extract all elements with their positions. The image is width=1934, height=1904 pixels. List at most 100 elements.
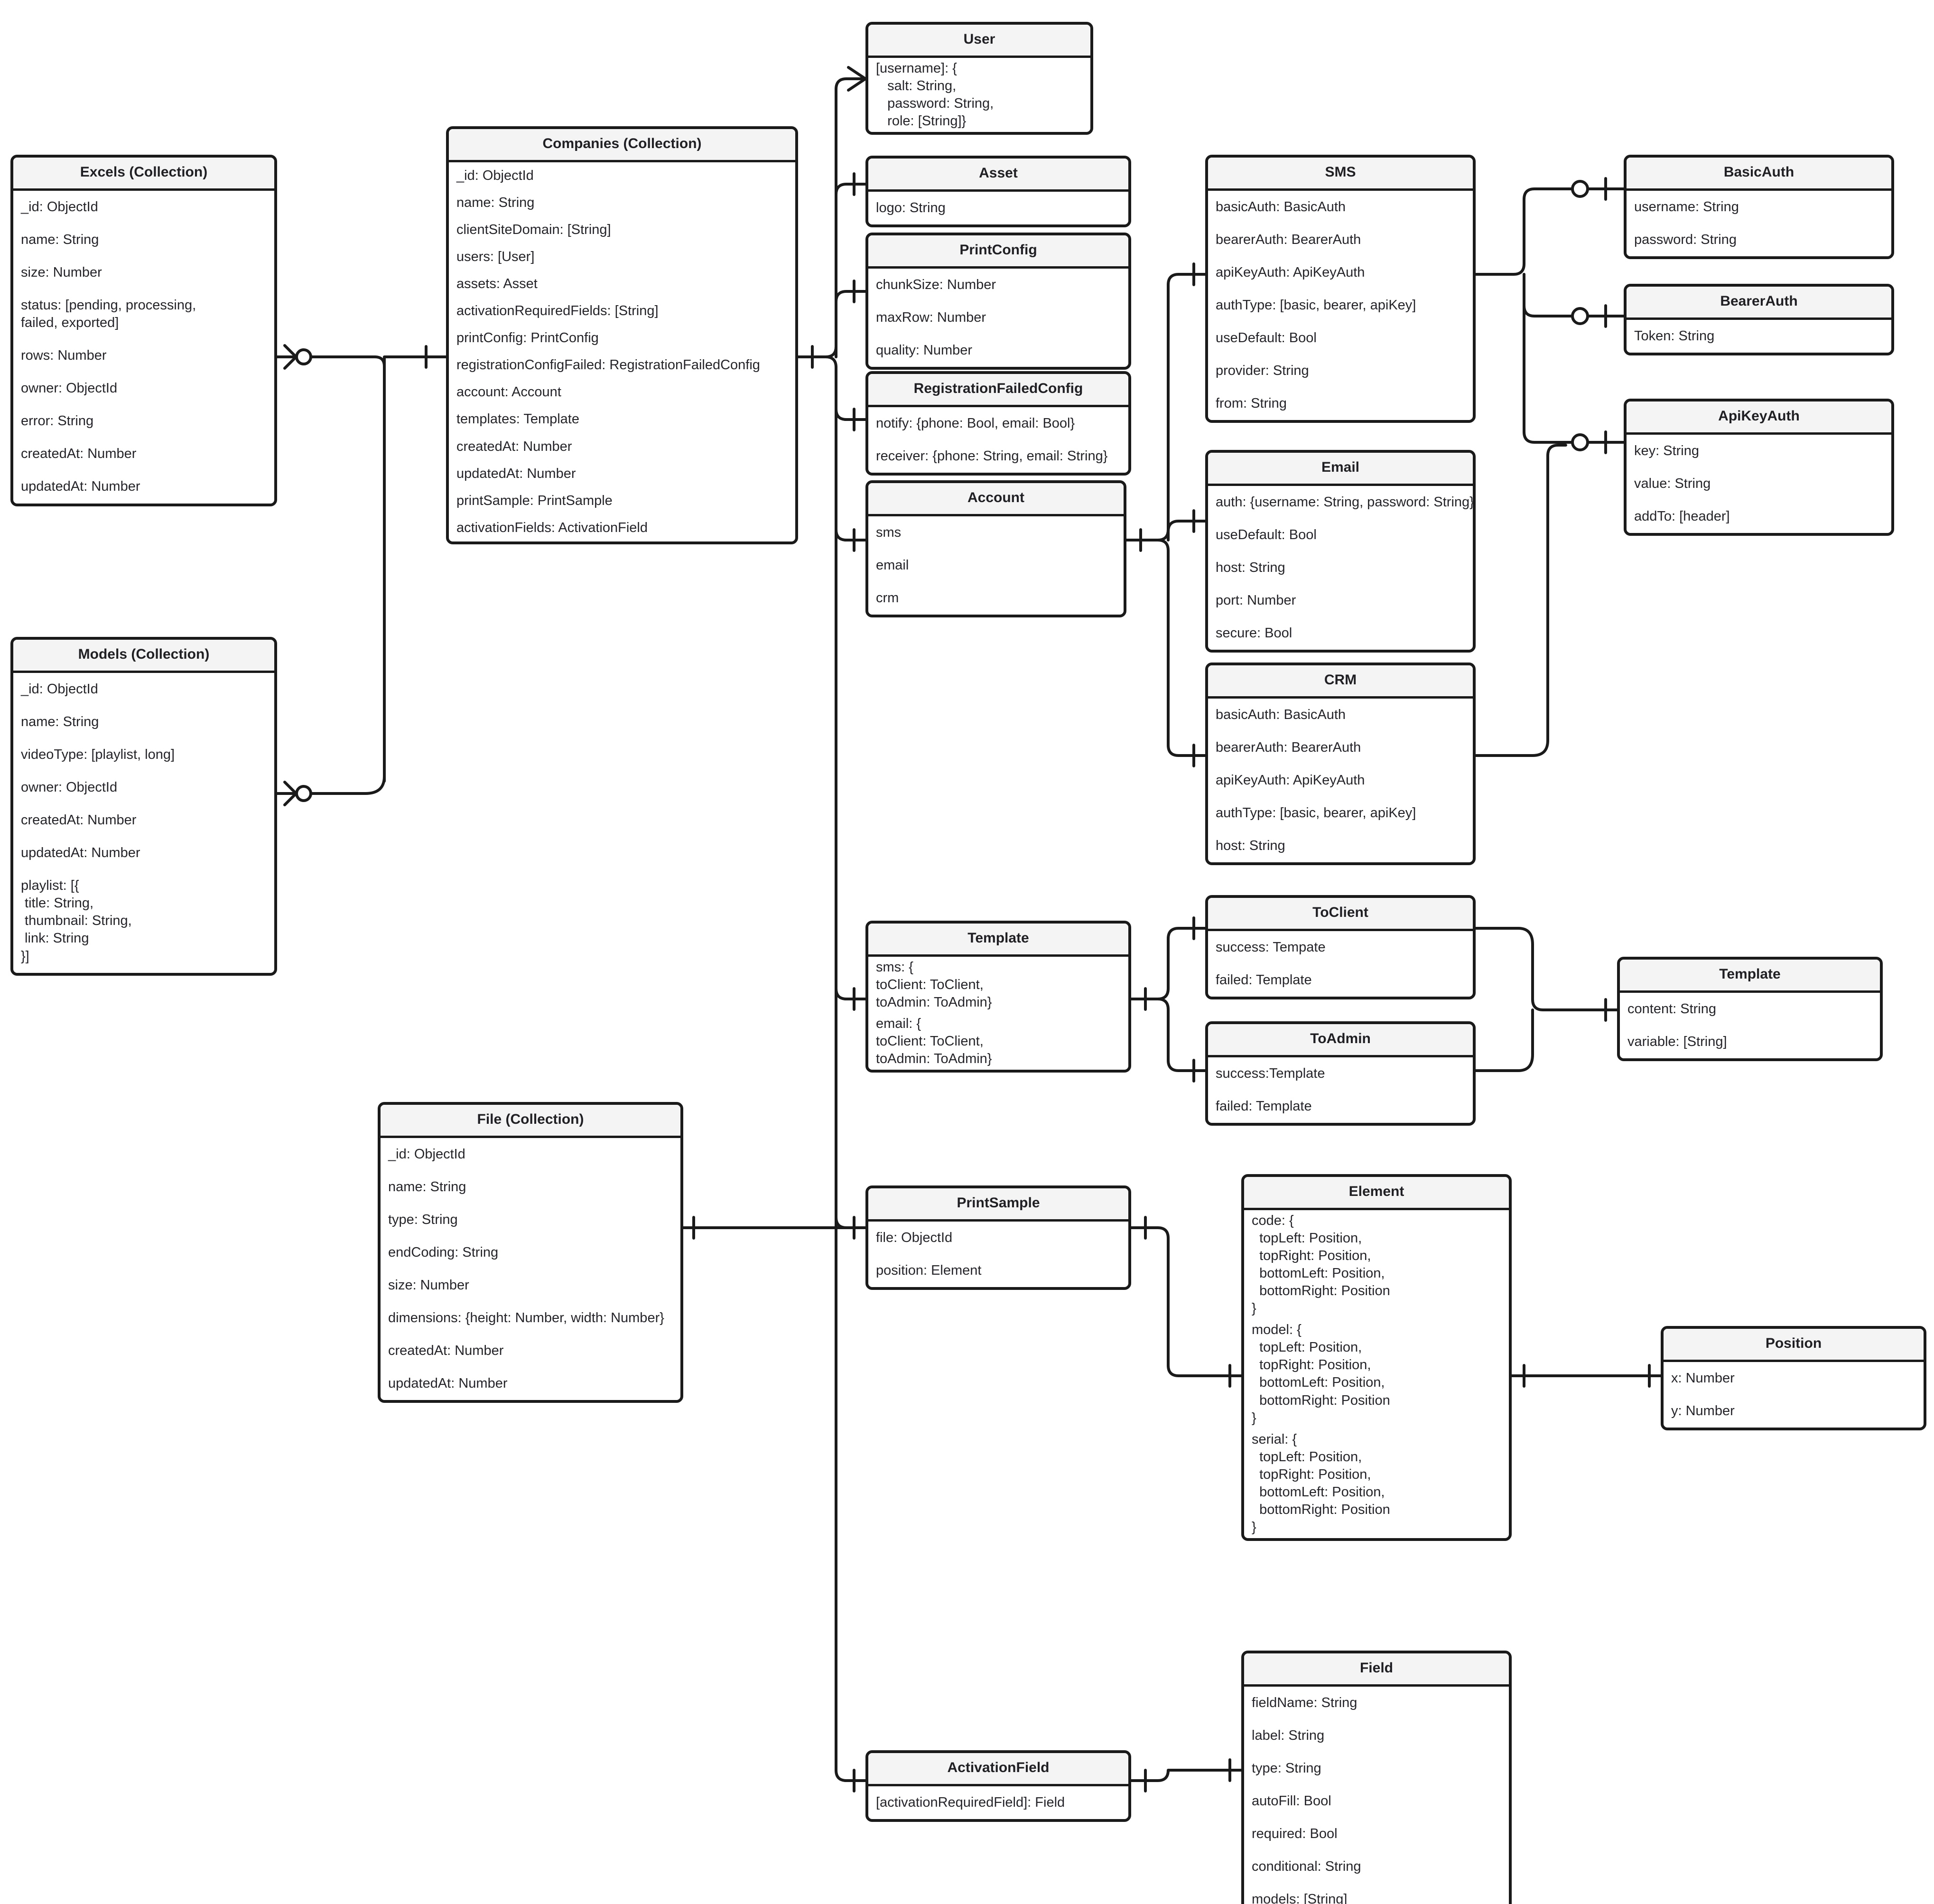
attribute-row: host: String bbox=[1216, 560, 1285, 575]
attribute-row: _id: ObjectId bbox=[456, 168, 534, 183]
entity-title-basicauth: BasicAuth bbox=[1627, 158, 1891, 191]
attribute-row: updatedAt: Number bbox=[456, 466, 576, 481]
attribute-row: username: String bbox=[1634, 199, 1739, 215]
attribute-row: name: String bbox=[456, 195, 535, 210]
entity-title-email: Email bbox=[1208, 453, 1473, 486]
entity-title-printsample: PrintSample bbox=[868, 1188, 1128, 1222]
attribute-row: _id: ObjectId bbox=[388, 1146, 465, 1162]
attribute-row: useDefault: Bool bbox=[1216, 527, 1317, 542]
attribute-row: required: Bool bbox=[1252, 1826, 1338, 1841]
attribute-row: type: String bbox=[388, 1212, 458, 1227]
attribute-row: updatedAt: Number bbox=[21, 479, 140, 495]
link-printsample-element bbox=[1130, 1226, 1243, 1377]
entity-title-companies: Companies (Collection) bbox=[449, 129, 795, 162]
link-sms-apikeyauth bbox=[1523, 273, 1567, 444]
attribute-row: owner: ObjectId bbox=[21, 779, 118, 795]
entity-title-models: Models (Collection) bbox=[13, 640, 274, 673]
entity-title-activationfield: ActivationField bbox=[868, 1753, 1128, 1786]
attribute-row: conditional: String bbox=[1252, 1859, 1361, 1875]
attribute-row: notify: {phone: Bool, email: Bool} bbox=[876, 415, 1075, 431]
entity-title-element: Element bbox=[1244, 1177, 1509, 1210]
entity-companies: Companies (Collection) _id: ObjectId name:… bbox=[446, 126, 798, 545]
entity-title-printconfig: PrintConfig bbox=[868, 235, 1128, 269]
link-toadmin-template bbox=[1474, 1008, 1534, 1072]
attribute-row: email: { toClient: ToClient, toAdmin: To… bbox=[876, 1016, 992, 1067]
attribute-row: type: String bbox=[1252, 1760, 1321, 1776]
entity-attributes-email: auth: {username: String, password: Strin… bbox=[1208, 486, 1473, 650]
attribute-row: autoFill: Bool bbox=[1252, 1793, 1331, 1809]
entity-attributes-activationfield: [activationRequiredField]: Field bbox=[868, 1786, 1128, 1819]
attribute-row: code: { topLeft: Position, topRight: Pos… bbox=[1252, 1213, 1390, 1316]
attribute-row: status: [pending, processing, failed, ex… bbox=[21, 297, 196, 330]
attribute-row: success:Template bbox=[1216, 1065, 1325, 1081]
attribute-row: _id: ObjectId bbox=[21, 199, 98, 215]
link-sms-basicauth bbox=[1474, 187, 1567, 276]
attribute-row: value: String bbox=[1634, 476, 1711, 491]
attribute-row: auth: {username: String, password: Strin… bbox=[1216, 494, 1474, 510]
attribute-row: provider: String bbox=[1216, 363, 1309, 379]
entity-title-position: Position bbox=[1664, 1329, 1924, 1362]
entity-title-crm: CRM bbox=[1208, 665, 1473, 699]
attribute-row: endCoding: String bbox=[388, 1244, 499, 1260]
entity-activationfield: ActivationField [activationRequiredField]… bbox=[865, 1750, 1131, 1822]
entity-title-asset: Asset bbox=[868, 159, 1128, 192]
link-sms-bearerauth bbox=[1523, 273, 1567, 317]
attribute-row: updatedAt: Number bbox=[388, 1376, 508, 1391]
entity-file: File (Collection) _id: ObjectId name: Stri… bbox=[378, 1102, 683, 1403]
attribute-row: fieldName: String bbox=[1252, 1695, 1358, 1710]
entity-user: User[username]: { salt: String, password… bbox=[865, 22, 1093, 135]
attribute-row: sms: { toClient: ToClient, toAdmin: ToAd… bbox=[876, 959, 992, 1010]
attribute-row: templates: Template bbox=[456, 411, 579, 427]
entity-title-file: File (Collection) bbox=[381, 1105, 680, 1138]
attribute-row: assets: Asset bbox=[456, 276, 538, 291]
attribute-row: secure: Bool bbox=[1216, 625, 1292, 641]
attribute-row: useDefault: Bool bbox=[1216, 330, 1317, 345]
entity-title-user: User bbox=[868, 25, 1090, 58]
attribute-row: users: [User] bbox=[456, 249, 535, 264]
entity-title-registrationfailedconfig: RegistrationFailedConfig bbox=[868, 374, 1128, 407]
attribute-row: crm bbox=[876, 590, 899, 606]
attribute-row: rows: Number bbox=[21, 348, 107, 364]
attribute-row: size: Number bbox=[21, 264, 102, 280]
link-toclient-template bbox=[1474, 927, 1618, 1011]
attribute-row: failed: Template bbox=[1216, 972, 1312, 988]
attribute-row: quality: Number bbox=[876, 342, 973, 358]
attribute-row: Token: String bbox=[1634, 328, 1715, 344]
attribute-row: key: String bbox=[1634, 443, 1699, 458]
attribute-row: authType: [basic, bearer, apiKey] bbox=[1216, 805, 1416, 821]
attribute-row: error: String bbox=[21, 413, 94, 429]
entity-attributes-element: code: { topLeft: Position, topRight: Pos… bbox=[1244, 1210, 1509, 1539]
entity-attributes-bearerauth: Token: String bbox=[1627, 320, 1891, 353]
attribute-row: [activationRequiredField]: Field bbox=[876, 1794, 1065, 1810]
attribute-row: printSample: PrintSample bbox=[456, 493, 613, 508]
attribute-row: name: String bbox=[388, 1179, 466, 1195]
attribute-row: host: String bbox=[1216, 838, 1285, 853]
attribute-row: account: Account bbox=[456, 384, 561, 400]
attribute-row: position: Element bbox=[876, 1262, 982, 1278]
attribute-row: variable: [String] bbox=[1627, 1034, 1727, 1049]
attribute-row: [username]: { salt: String, password: St… bbox=[876, 60, 994, 129]
attribute-row: x: Number bbox=[1671, 1370, 1735, 1386]
attribute-row: sms bbox=[876, 524, 902, 540]
attribute-row: bearerAuth: BearerAuth bbox=[1216, 232, 1361, 247]
attribute-row: label: String bbox=[1252, 1727, 1325, 1743]
attribute-row: createdAt: Number bbox=[456, 439, 572, 454]
